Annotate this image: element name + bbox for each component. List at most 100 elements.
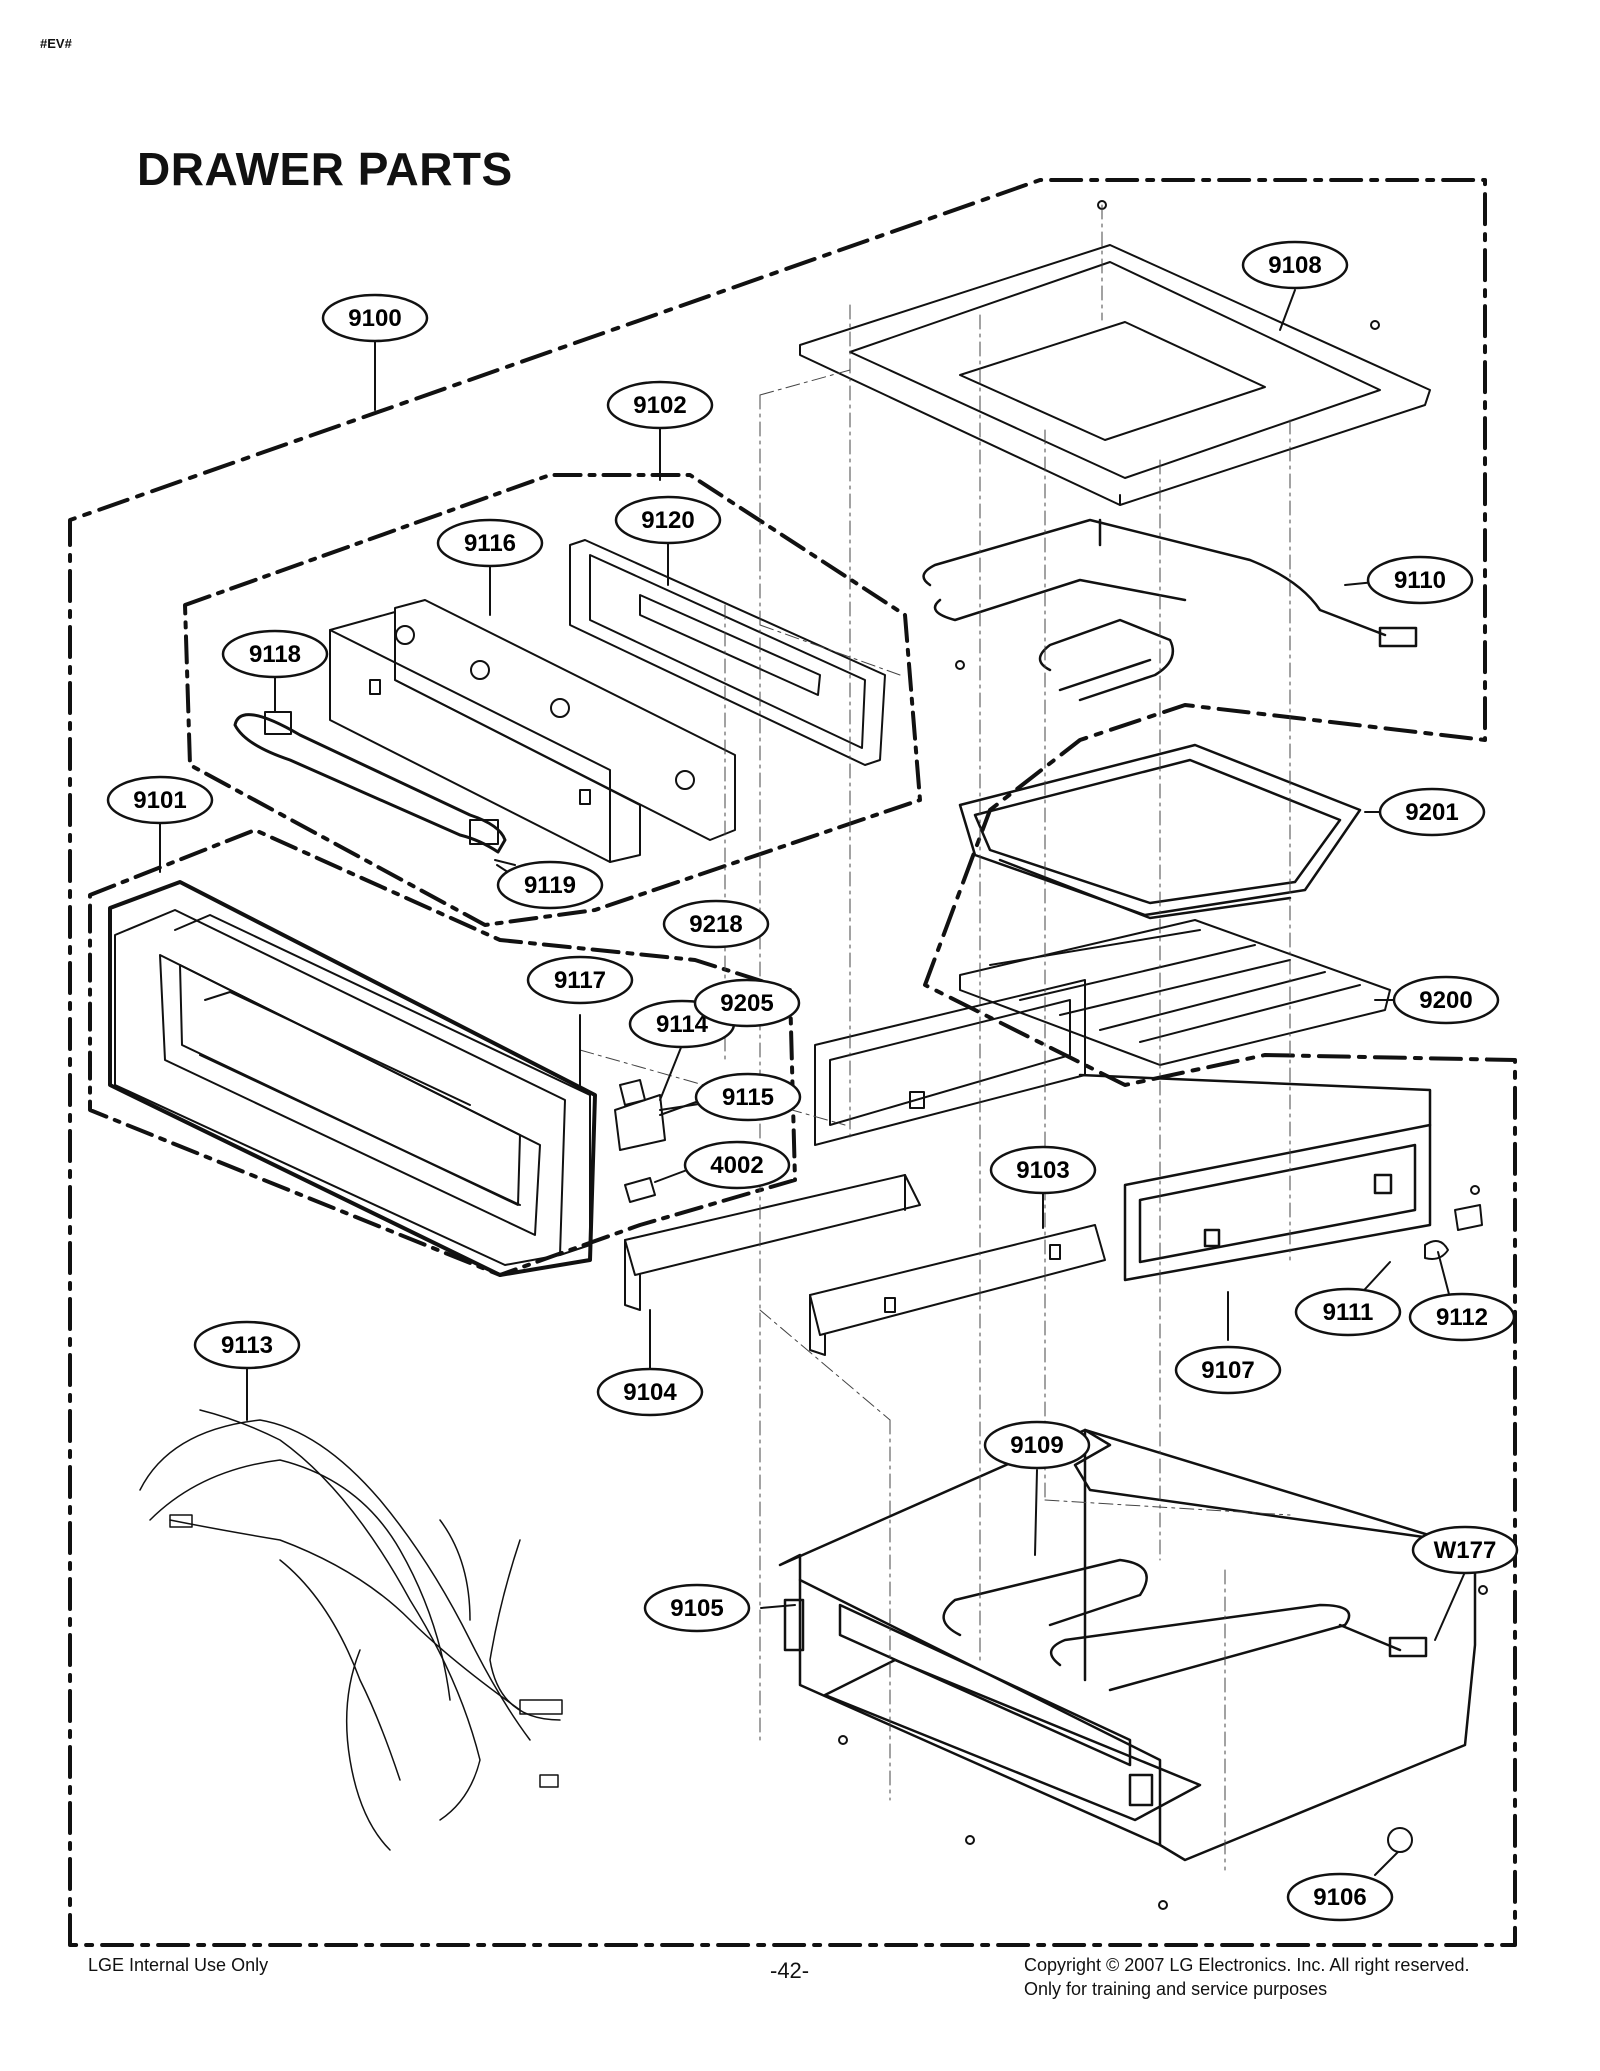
callout-label: 9116 (464, 530, 516, 557)
small-parts (614, 200, 1488, 1910)
group-boundary-9102 (183, 473, 922, 927)
callout-label: 9117 (554, 967, 606, 994)
callout-9119: 9119 (496, 860, 604, 910)
footer-internal-note: LGE Internal Use Only (88, 1955, 269, 1975)
callout-label: 9205 (720, 990, 773, 1017)
slide-rail-9103 (809, 1224, 1106, 1356)
callout-9108: 9108 (1241, 240, 1349, 290)
oven-body-9105 (778, 1428, 1477, 1862)
callout-label: 4002 (710, 1152, 763, 1179)
callout-label: 9119 (524, 872, 576, 899)
assembly-boundary-9100 (68, 178, 1517, 1947)
callout-label: 9101 (133, 787, 186, 814)
callout-oval (1286, 1872, 1394, 1922)
callout-9109: 9109 (983, 1420, 1091, 1470)
callout-9106: 9106 (1286, 1872, 1394, 1922)
callout-label: 9100 (348, 305, 401, 332)
hinge-9205 (614, 1094, 666, 1151)
callout-label: 9200 (1419, 987, 1472, 1014)
callout-label: 9107 (1201, 1357, 1254, 1384)
lower-heater-9109 (942, 1558, 1428, 1692)
callout-oval (1378, 787, 1486, 837)
callout-9112: 9112 (1408, 1292, 1516, 1342)
callout-9205: 9205 (693, 978, 801, 1028)
broil-pan-9201 (958, 743, 1362, 920)
callout-9115: 9115 (694, 1072, 802, 1122)
handle-cap-9119 (469, 819, 499, 845)
callout-label: 9218 (689, 911, 742, 938)
footer-copyright: Copyright © 2007 LG Electronics. Inc. Al… (1024, 1953, 1469, 2001)
callout-label: 9109 (1010, 1432, 1063, 1459)
callout-oval (614, 495, 722, 545)
callout-9101: 9101 (106, 775, 214, 825)
thermostat-9111 (1424, 1240, 1449, 1260)
callout-oval (193, 1320, 301, 1370)
callout-9200: 9200 (1392, 975, 1500, 1025)
slide-rail-9104 (624, 1174, 921, 1311)
callout-labels: 9100 9101 9102 9103 9104 9105 9106 9107 9108 9109… (106, 240, 1519, 1922)
control-panel-box (329, 599, 736, 863)
callout-oval (1294, 1287, 1402, 1337)
top-plate-9108 (799, 244, 1431, 506)
callout-label: 9110 (1394, 567, 1446, 594)
callout-label: 9111 (1323, 1299, 1374, 1326)
callout-oval (989, 1145, 1097, 1195)
callout-oval (436, 518, 544, 568)
callout-label: 9103 (1016, 1157, 1069, 1184)
callout-9104: 9104 (596, 1367, 704, 1417)
callout-oval (662, 899, 770, 949)
callout-label: 9102 (633, 392, 686, 419)
door-assembly (114, 909, 591, 1266)
callout-label: 9118 (249, 641, 301, 668)
callout-oval (1408, 1292, 1516, 1342)
callout-oval (643, 1583, 751, 1633)
upper-heater-9110 (922, 518, 1418, 702)
door-outline (108, 880, 597, 1277)
wire-harness-9113 (139, 1409, 563, 1851)
callout-oval (321, 293, 429, 343)
callout-4002: 4002 (683, 1140, 791, 1190)
callout-9100: 9100 (321, 293, 429, 343)
callout-oval (106, 775, 214, 825)
callout-oval (606, 380, 714, 430)
callout-9103: 9103 (989, 1145, 1097, 1195)
callout-label: 9108 (1268, 252, 1321, 279)
sensor-9112 (1454, 1204, 1483, 1231)
callout-9218: 9218 (662, 899, 770, 949)
callout-9102: 9102 (606, 380, 714, 430)
callout-label: 9201 (1405, 799, 1458, 826)
side-panel-9107 (1078, 1073, 1432, 1282)
callout-oval (526, 955, 634, 1005)
callout-9113: 9113 (193, 1320, 301, 1370)
switch-4002 (624, 1177, 656, 1203)
callout-9118: 9118 (221, 629, 329, 679)
callout-oval (1241, 240, 1349, 290)
callout-9111: 9111 (1294, 1287, 1402, 1337)
callout-9110: 9110 (1366, 555, 1474, 605)
callout-9107: 9107 (1174, 1345, 1282, 1395)
callout-oval (496, 860, 604, 910)
callout-oval (1411, 1525, 1519, 1575)
callout-W177: W177 (1411, 1525, 1519, 1575)
training-note-line: Only for training and service purposes (1024, 1979, 1328, 1999)
callout-label: 9106 (1313, 1884, 1366, 1911)
callout-9120: 9120 (614, 495, 722, 545)
callout-label: 9104 (623, 1379, 677, 1406)
header-code: #EV# (40, 36, 72, 51)
callout-oval (983, 1420, 1091, 1470)
callout-label: 9115 (722, 1084, 774, 1111)
callout-oval (683, 1140, 791, 1190)
page-title: DRAWER PARTS (137, 143, 513, 195)
callout-oval (221, 629, 329, 679)
callout-9105: 9105 (643, 1583, 751, 1633)
callout-label: W177 (1434, 1537, 1497, 1564)
foot-9106 (1387, 1827, 1413, 1853)
callout-label: 9120 (641, 507, 694, 534)
footer-page-number: -42- (770, 1958, 810, 1983)
copyright-line: Copyright © 2007 LG Electronics. Inc. Al… (1024, 1955, 1470, 1975)
callout-oval (694, 1072, 802, 1122)
callout-oval (1392, 975, 1500, 1025)
construction-lines (579, 204, 1291, 1871)
handle-9218 (233, 713, 507, 854)
callout-label: 9114 (656, 1011, 709, 1038)
